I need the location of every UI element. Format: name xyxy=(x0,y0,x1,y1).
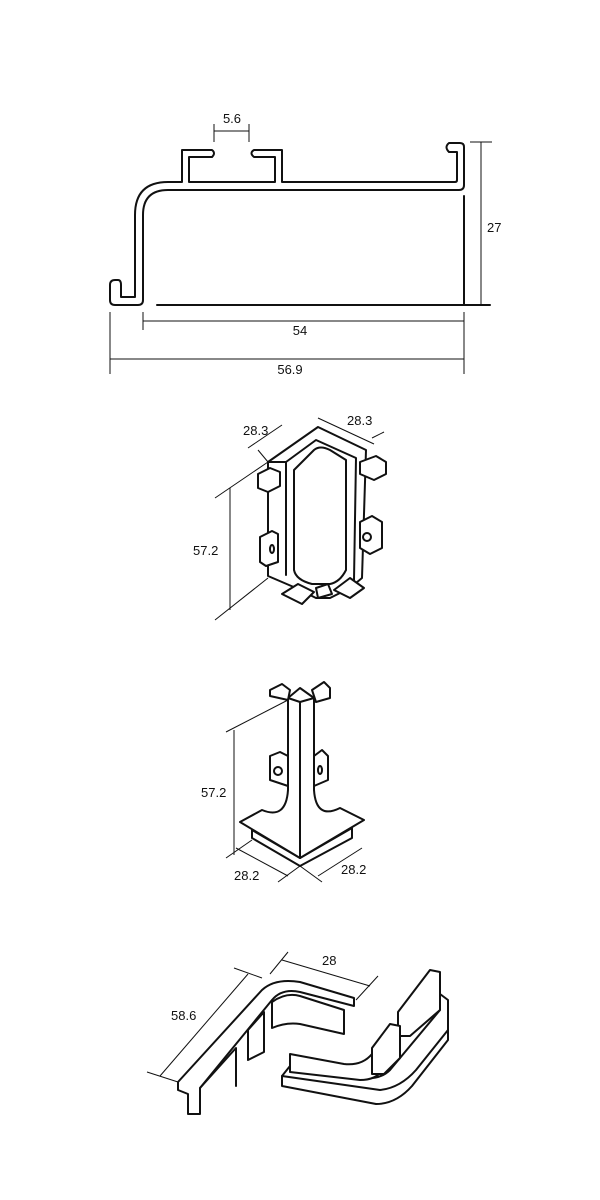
connector-dim-length-label: 58.6 xyxy=(171,1008,196,1023)
profile-drawing: 5.6 27 54 56.9 xyxy=(109,111,501,377)
inner-dim-height-label: 57.2 xyxy=(193,543,218,558)
inner-corner-drawing: 57.2 28.3 28.3 xyxy=(193,413,387,621)
inner-dim-depth-right-label: 28.3 xyxy=(347,413,372,428)
dim-outer-width-label: 56.9 xyxy=(277,362,302,377)
outer-corner-drawing: 57.2 28.2 28.2 xyxy=(201,681,366,883)
dim-inner-width-label: 54 xyxy=(293,323,307,338)
dim-height-label: 27 xyxy=(487,220,501,235)
outer-dim-base-right-label: 28.2 xyxy=(341,862,366,877)
inner-dim-depth-left-label: 28.3 xyxy=(243,423,268,438)
profile-outline xyxy=(109,142,465,306)
outer-dim-base-left-label: 28.2 xyxy=(234,868,259,883)
outer-dim-height-label: 57.2 xyxy=(201,785,226,800)
connector-drawing: 58.6 28 xyxy=(146,951,449,1115)
connector-dim-width-label: 28 xyxy=(322,953,336,968)
dim-slot-label: 5.6 xyxy=(223,111,241,126)
